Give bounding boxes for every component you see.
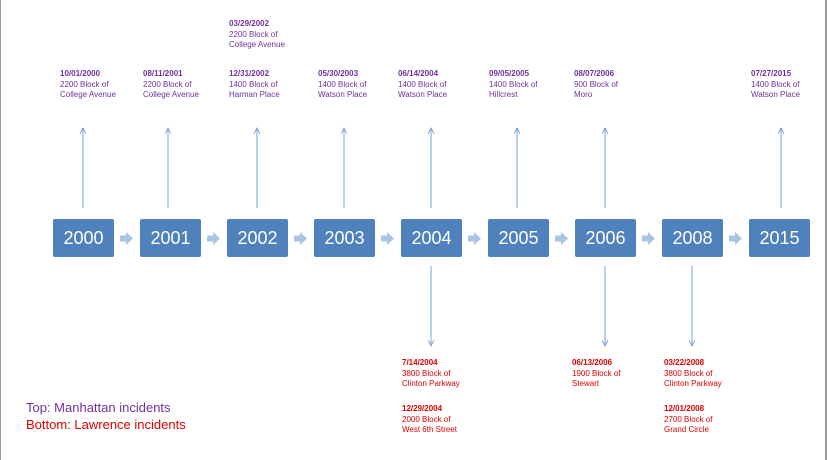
- incident-location: 1900 Block of: [572, 368, 621, 378]
- incident-location: Watson Place: [398, 90, 448, 99]
- incident-location: 2700 Block of: [664, 414, 713, 424]
- incident-note-bottom: 06/13/2006 1900 Block of Stewart: [572, 358, 620, 390]
- incident-location: Hillcrest: [489, 90, 518, 99]
- incident-date: 12/29/2004: [402, 404, 443, 413]
- chevron-arrow-icon: [468, 232, 481, 245]
- incident-location: Watson Place: [318, 90, 368, 99]
- chevron-arrow-icon: [381, 232, 394, 245]
- incident-note-bottom: 7/14/2004 3800 Block of Clinton Parkway: [402, 358, 460, 390]
- left-border: [0, 0, 1, 460]
- incident-location: 1400 Block of: [489, 79, 538, 89]
- year-box-2005: 2005: [488, 219, 549, 257]
- incident-date: 12/01/2008: [664, 404, 705, 413]
- incident-date: 09/05/2005: [489, 69, 530, 78]
- year-box-2002: 2002: [227, 219, 288, 257]
- incident-location: Watson Place: [751, 90, 801, 99]
- incident-location: West 6th Street: [402, 425, 457, 434]
- incident-location: Moro: [574, 90, 593, 99]
- right-border: [825, 0, 827, 460]
- chevron-arrow-icon: [207, 232, 220, 245]
- year-box-2000: 2000: [53, 219, 114, 257]
- incident-note-bottom: 03/22/2008 3800 Block of Clinton Parkway: [664, 358, 722, 390]
- chevron-arrow-icon: [555, 232, 568, 245]
- incident-location: 2000 Block of: [402, 414, 451, 424]
- incident-note-top: 10/01/2000 2200 Block of College Avenue: [60, 69, 116, 101]
- incident-location: College Avenue: [60, 90, 116, 99]
- incident-location: 1400 Block of: [398, 79, 447, 89]
- incident-date: 7/14/2004: [402, 358, 438, 367]
- year-box-2015: 2015: [749, 219, 810, 257]
- incident-location: Grand Circle: [664, 425, 709, 434]
- incident-note-top: 08/11/2001 2200 Block of College Avenue: [143, 69, 199, 101]
- incident-date: 05/30/2003: [318, 69, 359, 78]
- incident-note-top: 03/29/2002 2200 Block of College Avenue: [229, 19, 285, 51]
- incident-note-top: 06/14/2004 1400 Block of Watson Place: [398, 69, 447, 101]
- incident-note-top: 12/31/2002 1400 Block of Harman Place: [229, 69, 280, 101]
- incident-location: Clinton Parkway: [402, 379, 460, 388]
- incident-date: 10/01/2000: [60, 69, 101, 78]
- incident-note-top: 07/27/2015 1400 Block of Watson Place: [751, 69, 800, 101]
- incident-date: 07/27/2015: [751, 69, 792, 78]
- incident-location: Clinton Parkway: [664, 379, 722, 388]
- legend-top: Top: Manhattan incidents: [26, 400, 171, 415]
- incident-location: 2200 Block of: [60, 79, 109, 89]
- incident-location: 900 Block of: [574, 79, 619, 89]
- chevron-arrow-icon: [120, 232, 133, 245]
- incident-location: 1400 Block of: [751, 79, 800, 89]
- incident-note-top: 08/07/2006 900 Block of Moro: [574, 69, 618, 101]
- chevron-arrow-icon: [294, 232, 307, 245]
- legend-bottom: Bottom: Lawrence incidents: [26, 417, 186, 432]
- incident-location: Harman Place: [229, 90, 280, 99]
- incident-note-top: 09/05/2005 1400 Block of Hillcrest: [489, 69, 537, 101]
- incident-location: College Avenue: [229, 40, 285, 49]
- incident-note-bottom: 12/01/2008 2700 Block of Grand Circle: [664, 404, 712, 436]
- incident-note-top: 05/30/2003 1400 Block of Watson Place: [318, 69, 367, 101]
- year-box-2001: 2001: [140, 219, 201, 257]
- year-box-2004: 2004: [401, 219, 462, 257]
- incident-date: 03/29/2002: [229, 19, 270, 28]
- incident-location: College Avenue: [143, 90, 199, 99]
- incident-location: 2200 Block of: [143, 79, 192, 89]
- incident-location: 3800 Block of: [402, 368, 451, 378]
- incident-location: 3800 Block of: [664, 368, 713, 378]
- chevron-arrow-icon: [642, 232, 655, 245]
- year-box-2003: 2003: [314, 219, 375, 257]
- incident-date: 08/11/2001: [143, 69, 183, 78]
- chevron-arrow-icon: [729, 232, 742, 245]
- incident-note-bottom: 12/29/2004 2000 Block of West 6th Street: [402, 404, 457, 436]
- incident-location: 2200 Block of: [229, 29, 278, 39]
- incident-location: 1400 Block of: [318, 79, 367, 89]
- year-box-2008: 2008: [662, 219, 723, 257]
- incident-date: 03/22/2008: [664, 358, 705, 367]
- incident-date: 08/07/2006: [574, 69, 615, 78]
- incident-location: 1400 Block of: [229, 79, 278, 89]
- incident-date: 12/31/2002: [229, 69, 270, 78]
- year-box-2006: 2006: [575, 219, 636, 257]
- incident-location: Stewart: [572, 379, 600, 388]
- incident-date: 06/14/2004: [398, 69, 439, 78]
- incident-date: 06/13/2006: [572, 358, 613, 367]
